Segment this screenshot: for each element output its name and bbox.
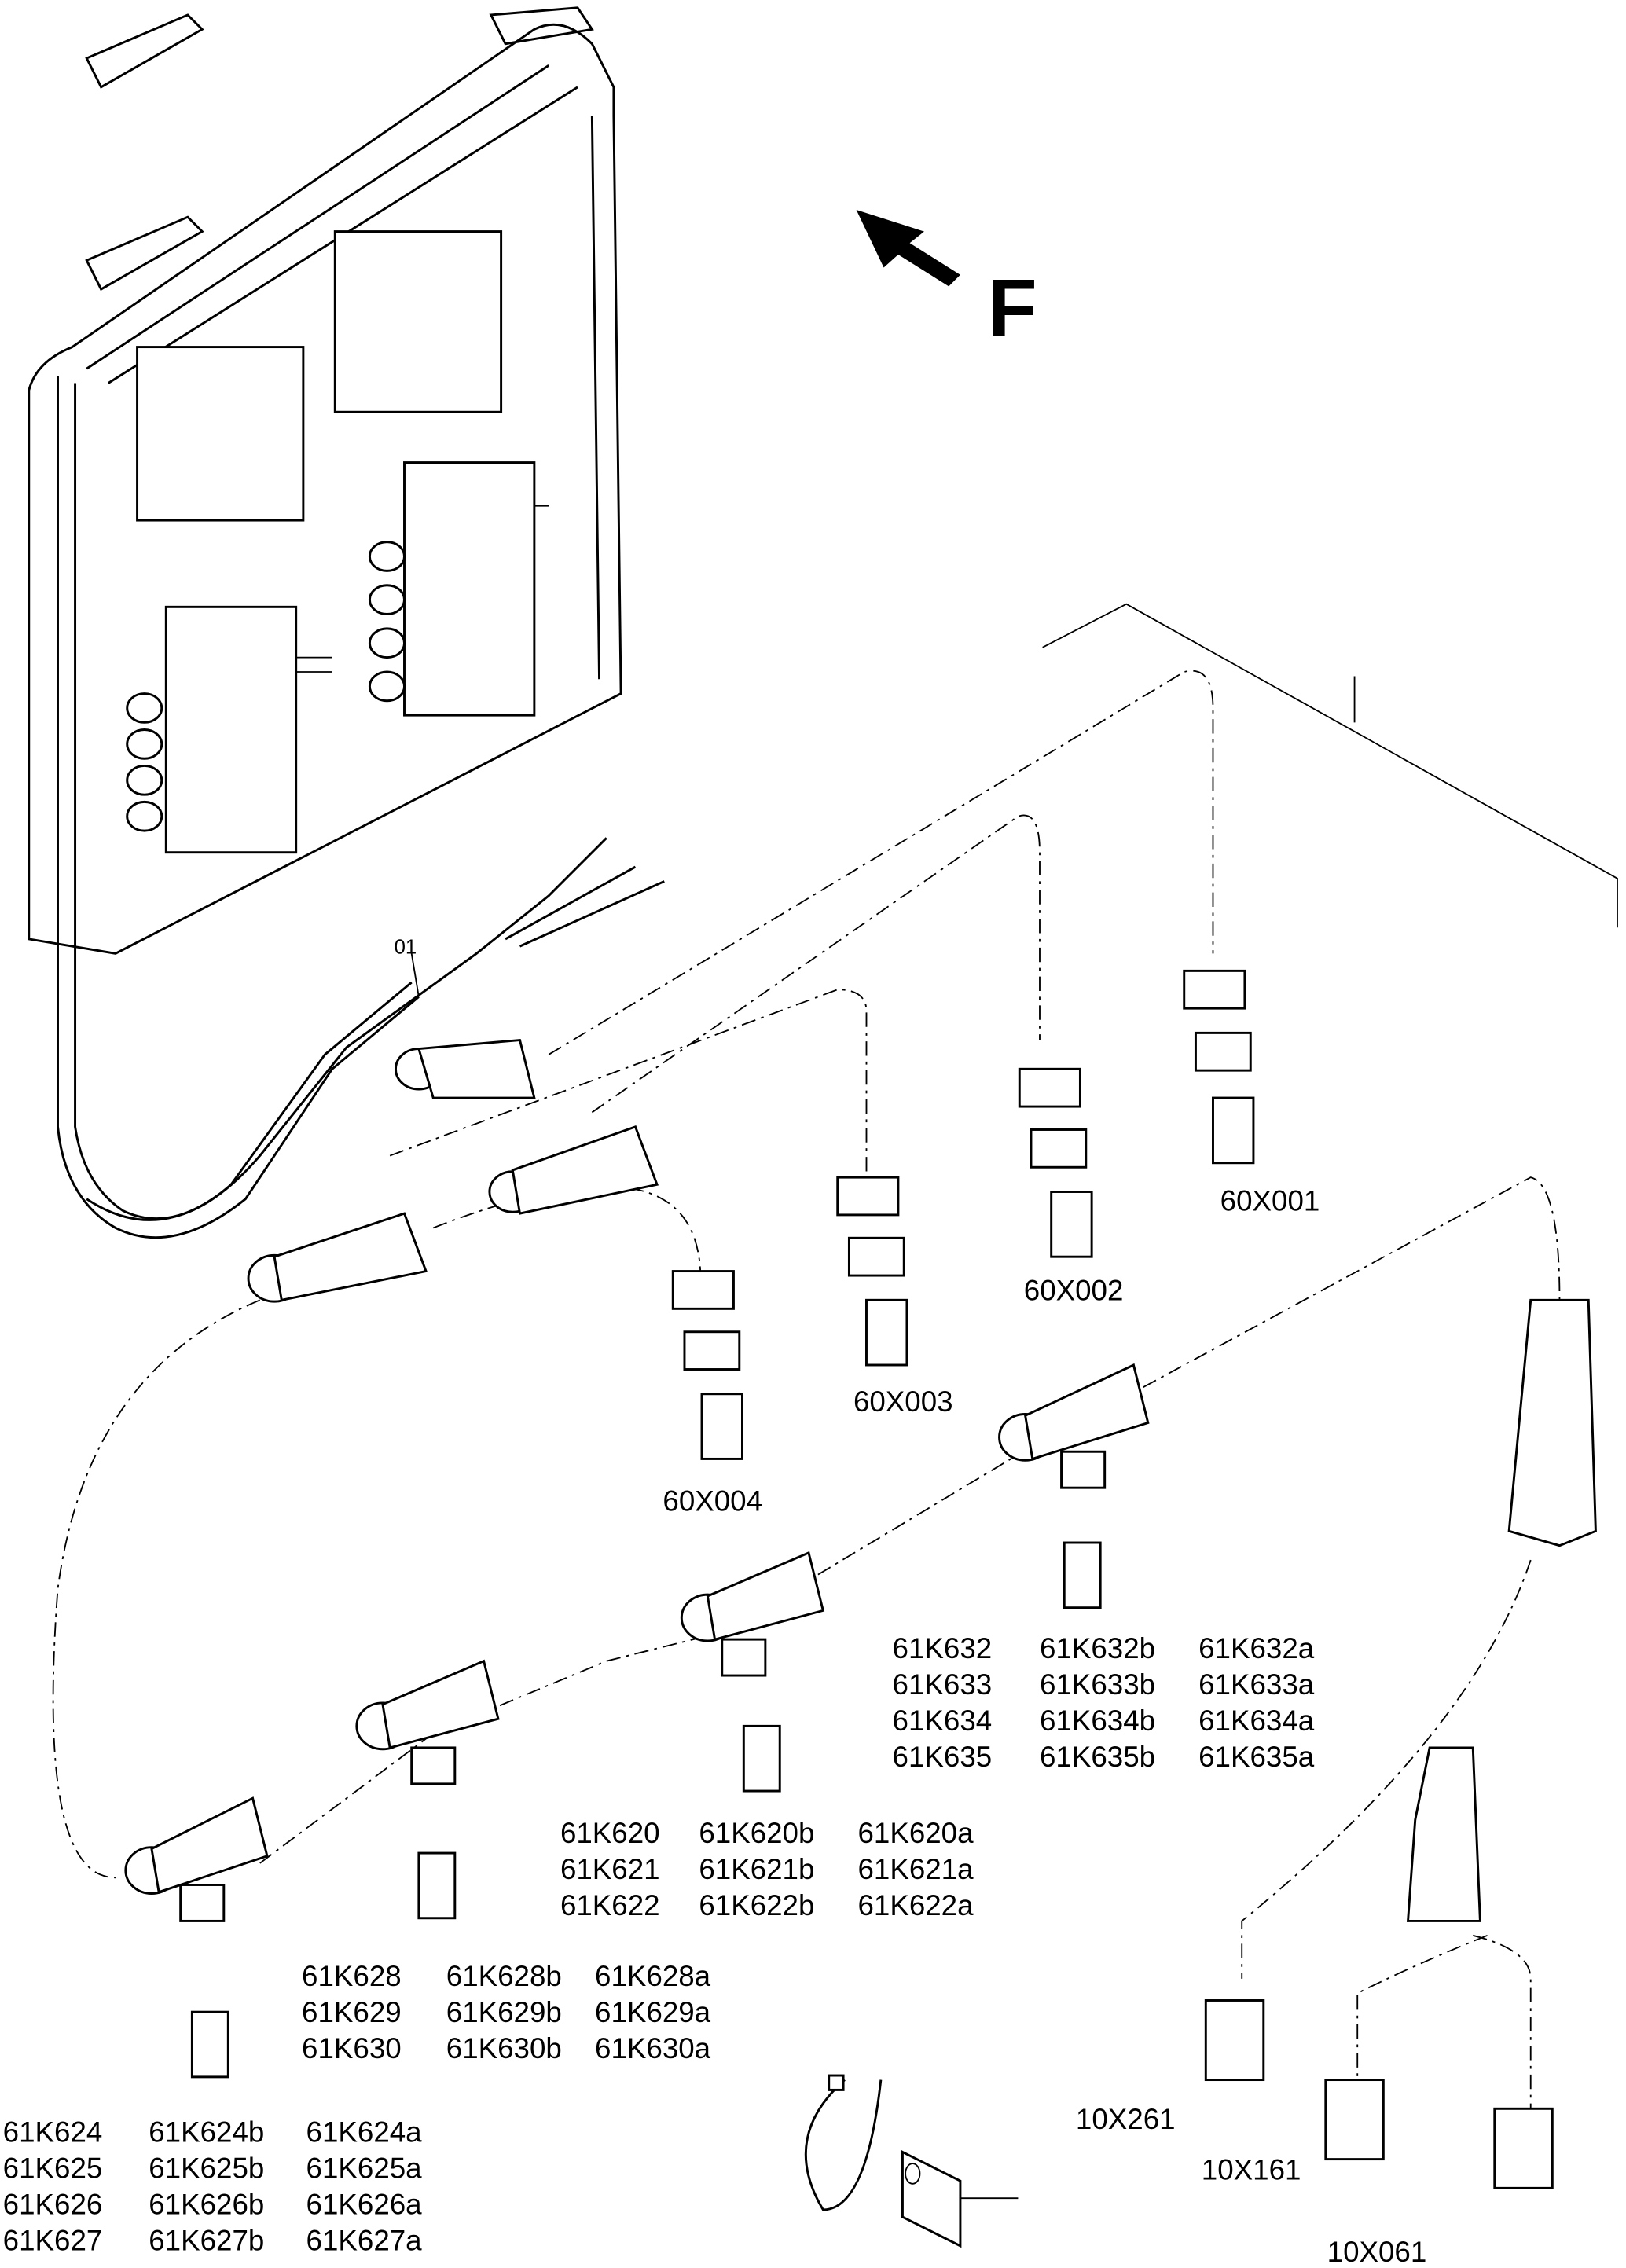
part-number: 61K622 xyxy=(560,1889,660,1921)
part-number: 61K620 xyxy=(560,1817,660,1849)
part-number: 61K632b xyxy=(1040,1632,1155,1664)
part-number: 61K629a xyxy=(595,1996,711,2028)
part-number: 61K624a xyxy=(306,2116,423,2149)
part-number: 61K630b xyxy=(446,2032,562,2064)
label-plate xyxy=(901,2150,1019,2248)
part-number: 61K624 xyxy=(3,2116,103,2149)
part-number: 61K625 xyxy=(3,2152,103,2184)
part-number: 61K632a xyxy=(1198,1632,1315,1664)
direction-mark: F xyxy=(988,262,1037,353)
solenoid-coils xyxy=(126,541,406,832)
part-number: 61K628b xyxy=(446,1960,562,1992)
item-label-01: 01 xyxy=(395,936,417,958)
part-number: 61K627a xyxy=(306,2224,423,2256)
wiring-harness: 01 xyxy=(86,837,665,1221)
part-number: 61K628 xyxy=(302,1960,402,1992)
label-60x003: 60X003 xyxy=(853,1385,953,1418)
label-60x004: 60X004 xyxy=(663,1485,762,1518)
tee-fittings xyxy=(124,1038,1597,1922)
part-number: 61K622b xyxy=(699,1889,814,1921)
part-number: 61K633b xyxy=(1040,1668,1155,1701)
part-number: 61K626b xyxy=(149,2188,264,2220)
reference-frame xyxy=(1042,603,1618,928)
part-number: 61K626a xyxy=(306,2188,423,2220)
part-number: 61K624b xyxy=(149,2116,264,2149)
label-10x061: 10X061 xyxy=(1327,2236,1427,2268)
part-number: 61K629 xyxy=(302,1996,402,2028)
label-10x261: 10X261 xyxy=(1076,2103,1176,2135)
part-number: 61K627 xyxy=(3,2224,103,2256)
part-number: 61K635 xyxy=(893,1741,993,1773)
part-number: 61K620b xyxy=(699,1817,814,1849)
part-number: 61K629b xyxy=(446,1996,562,2028)
part-number: 61K635b xyxy=(1040,1741,1155,1773)
connector-labels: 60X001 60X002 60X003 60X004 10X261 10X16… xyxy=(663,1184,1426,2268)
label-60x002: 60X002 xyxy=(1024,1274,1124,1306)
part-group-61k624: 61K624 61K624b 61K624a 61K625 61K625b 61… xyxy=(3,2116,423,2257)
part-number: 61K621 xyxy=(560,1853,660,1885)
part-group-61k620: 61K620 61K620b 61K620a 61K621 61K621b 61… xyxy=(560,1817,974,1921)
label-10x161: 10X161 xyxy=(1202,2153,1301,2185)
part-number: 61K625a xyxy=(306,2152,423,2184)
part-number: 61K620a xyxy=(857,1817,974,1849)
part-number: 61K635a xyxy=(1198,1741,1315,1773)
part-number: 61K633 xyxy=(893,1668,993,1701)
label-60x001: 60X001 xyxy=(1220,1184,1320,1217)
connector-blocks xyxy=(190,969,1554,2189)
part-number: 61K621a xyxy=(857,1853,974,1885)
forward-direction-arrow: F xyxy=(856,210,1037,353)
part-group-61k632: 61K632 61K632b 61K632a 61K633 61K633b 61… xyxy=(893,1632,1315,1773)
part-number: 61K634b xyxy=(1040,1705,1155,1737)
part-number: 61K621b xyxy=(699,1853,814,1885)
part-group-61k628: 61K628 61K628b 61K628a 61K629 61K629b 61… xyxy=(302,1960,711,2064)
part-number: 61K634 xyxy=(893,1705,993,1737)
valve-panel-assembly xyxy=(28,6,622,1239)
cable-tie xyxy=(804,2074,883,2211)
part-number: 61K625b xyxy=(149,2152,264,2184)
part-number: 61K634a xyxy=(1198,1705,1315,1737)
part-number: 61K626 xyxy=(3,2188,103,2220)
part-number: 61K628a xyxy=(595,1960,711,1992)
part-number: 61K630 xyxy=(302,2032,402,2064)
part-number: 61K633a xyxy=(1198,1668,1315,1701)
part-number: 61K630a xyxy=(595,2032,711,2064)
part-number: 61K627b xyxy=(149,2224,264,2256)
part-number: 61K632 xyxy=(893,1632,993,1664)
part-number: 61K622a xyxy=(857,1889,974,1921)
